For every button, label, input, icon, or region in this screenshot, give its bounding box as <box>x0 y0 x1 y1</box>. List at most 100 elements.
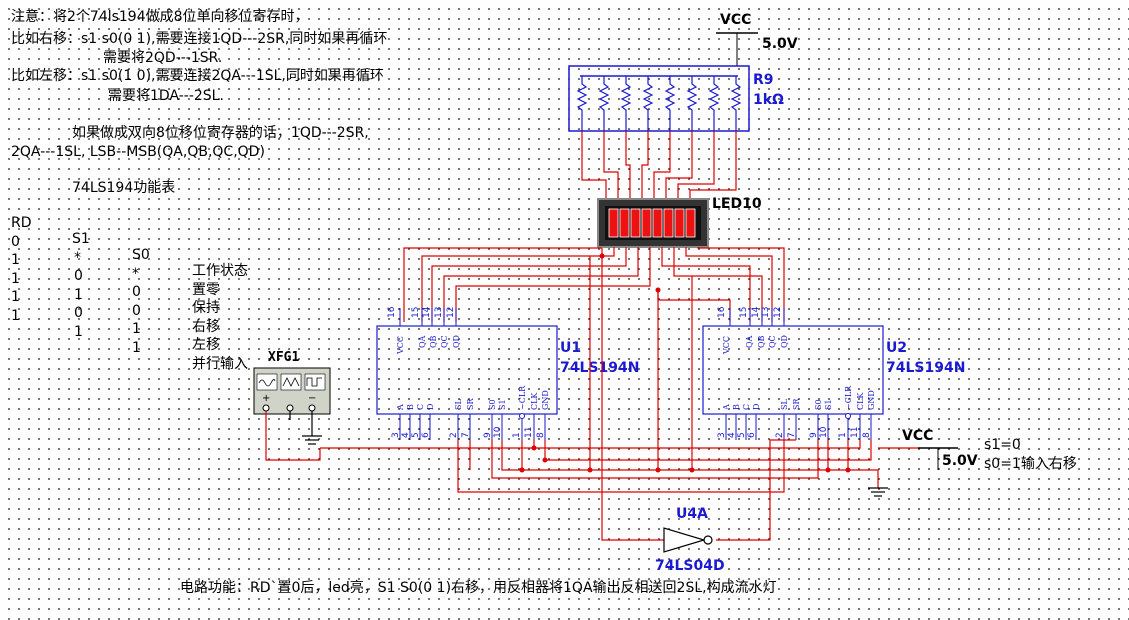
pin-num: 16 <box>387 306 397 318</box>
pin-name: QD <box>452 335 461 348</box>
pin-num: 4 <box>727 432 737 438</box>
table-row: 1 1 1 并行输入 <box>11 292 248 388</box>
pin-name: VCC <box>396 336 405 355</box>
side-note-s1: s1=0 <box>984 437 1021 453</box>
note-line-5: 需要将1DA---2SL. <box>108 88 224 104</box>
pin-num: 7 <box>787 432 797 438</box>
pin-num: 1 <box>838 432 848 438</box>
xfg-minus: − <box>308 393 316 404</box>
pin-num: 12 <box>773 307 783 318</box>
header-rd: RD <box>11 215 32 231</box>
note-line-2: 比如右移：s1 s0(0 1),需要连接1QD---2SR,同时如果再循环 <box>11 31 388 47</box>
pin-num: 6 <box>421 432 431 438</box>
cell: 1 <box>11 308 20 324</box>
pin-name: A <box>396 404 405 411</box>
pin-num: 10 <box>819 426 829 438</box>
note-line-4: 比如左移：s1 s0(1 0),需要连接2QA---1SL,同时如果再循环 <box>11 68 384 84</box>
pin-name: S1 <box>824 399 833 410</box>
pin-num: 8 <box>536 432 546 438</box>
pin-name: SR <box>466 398 475 410</box>
table-row: 0 * * 置零 <box>11 218 220 314</box>
vcc-right-source[interactable]: VCC 5.0V <box>902 428 978 470</box>
r9-ref: R9 <box>753 72 774 88</box>
circuit-function-description: 电路功能：RD`置0后，led亮，S1 S0(0 1)右移，用反相器将1QA输出… <box>180 580 777 596</box>
note-line-7: 2QA---1SL, LSB--MSB(QA,QB,QC,QD) <box>11 144 265 160</box>
cell: 0 <box>132 284 141 300</box>
cell: 保持 <box>192 300 220 316</box>
led10-ref: LED10 <box>712 196 762 212</box>
pin-name: S0 <box>488 399 497 410</box>
u2-ref: U2 <box>886 340 907 356</box>
pin-name: A <box>722 404 731 411</box>
pin-name: SL <box>454 399 463 410</box>
resistor-network-r9[interactable]: R9 1kΩ <box>568 65 784 132</box>
table-header: RD S1 S0 工作状态 <box>11 199 248 295</box>
chip-u2-74ls194n[interactable]: 16 15 14 13 12 VCC QA QB QC QD <box>702 306 965 440</box>
pin-num: 11 <box>850 427 860 438</box>
cell: 1 <box>132 340 141 356</box>
led-bargraph-led10[interactable]: LED10 <box>597 196 762 248</box>
cell: 1 <box>11 271 20 287</box>
cell: 右移 <box>192 319 220 335</box>
cell: 1 <box>74 287 83 303</box>
u4a-ref: U4A <box>676 506 708 522</box>
pin-name: QA <box>418 335 427 348</box>
vcc-right-value: 5.0V <box>942 453 978 469</box>
table-row: 1 1 0 右移 <box>11 255 220 351</box>
pin-name: C <box>416 404 425 410</box>
xfg1-ref: XFG1 <box>268 350 299 365</box>
wires-resistor-to-led <box>581 131 737 199</box>
pin-num: 13 <box>761 307 771 318</box>
pin-name: C <box>742 404 751 410</box>
pin-name: B <box>406 404 415 410</box>
pin-name: CLK <box>530 392 539 410</box>
pin-name: D <box>426 404 435 410</box>
header-s1: S1 <box>72 231 90 247</box>
wires-bottom <box>320 248 918 541</box>
pin-name: SR <box>792 398 801 410</box>
pin-num: 14 <box>751 306 761 318</box>
pin-name: QB <box>429 335 438 348</box>
cell: 1 <box>11 289 20 305</box>
pin-num: 5 <box>737 432 747 438</box>
pin-name: QC <box>440 335 449 348</box>
function-table-title: 74LS194功能表 <box>72 180 176 196</box>
junction-dots <box>519 253 851 473</box>
pin-name: ~CLR <box>518 385 527 410</box>
inverter-u4a[interactable]: U4A 74LS04D <box>655 506 725 574</box>
pin-name: QB <box>757 335 766 348</box>
pin-num: 6 <box>747 432 757 438</box>
pin-name: S0 <box>814 399 823 410</box>
table-row: 1 0 1 左移 <box>11 273 220 369</box>
cell: * <box>132 266 139 282</box>
vcc-top-source[interactable]: VCC 5.0V <box>716 12 798 66</box>
u4a-part: 74LS04D <box>655 558 725 574</box>
chip-u1-74ls194n[interactable]: 16 15 14 13 12 VCC QA QB QC QD <box>376 306 639 440</box>
ground-symbol-right <box>868 487 888 497</box>
pin-num: 2 <box>449 432 459 438</box>
pin-name: D <box>752 404 761 410</box>
pin-num: 1 <box>512 432 522 438</box>
pin-name: ~CLR <box>844 385 853 410</box>
wire-xfg <box>265 411 321 461</box>
vcc-top-value: 5.0V <box>762 36 798 52</box>
cell: 0 <box>132 303 141 319</box>
cell: 1 <box>132 321 141 337</box>
pin-num: 9 <box>483 432 493 438</box>
wires-led-to-chips <box>403 247 785 322</box>
pin-num: 9 <box>809 432 819 438</box>
ground-symbol-xfg <box>289 411 322 445</box>
u1-ref: U1 <box>560 340 581 356</box>
pin-num: 16 <box>717 306 727 318</box>
vcc-top-label: VCC <box>720 12 751 28</box>
side-note-s0: s0=1输入右移 <box>984 456 1077 472</box>
pin-name: GND <box>867 390 876 410</box>
pin-name: QA <box>745 335 754 348</box>
cell: 1 <box>11 252 20 268</box>
u2-part: 74LS194N <box>886 360 965 376</box>
pin-num: 14 <box>422 306 432 318</box>
cell: 并行输入 <box>192 356 248 372</box>
function-generator-xfg1[interactable]: XFG1 + − <box>253 350 331 415</box>
cell: * <box>74 250 81 266</box>
pin-num: 3 <box>391 432 401 438</box>
